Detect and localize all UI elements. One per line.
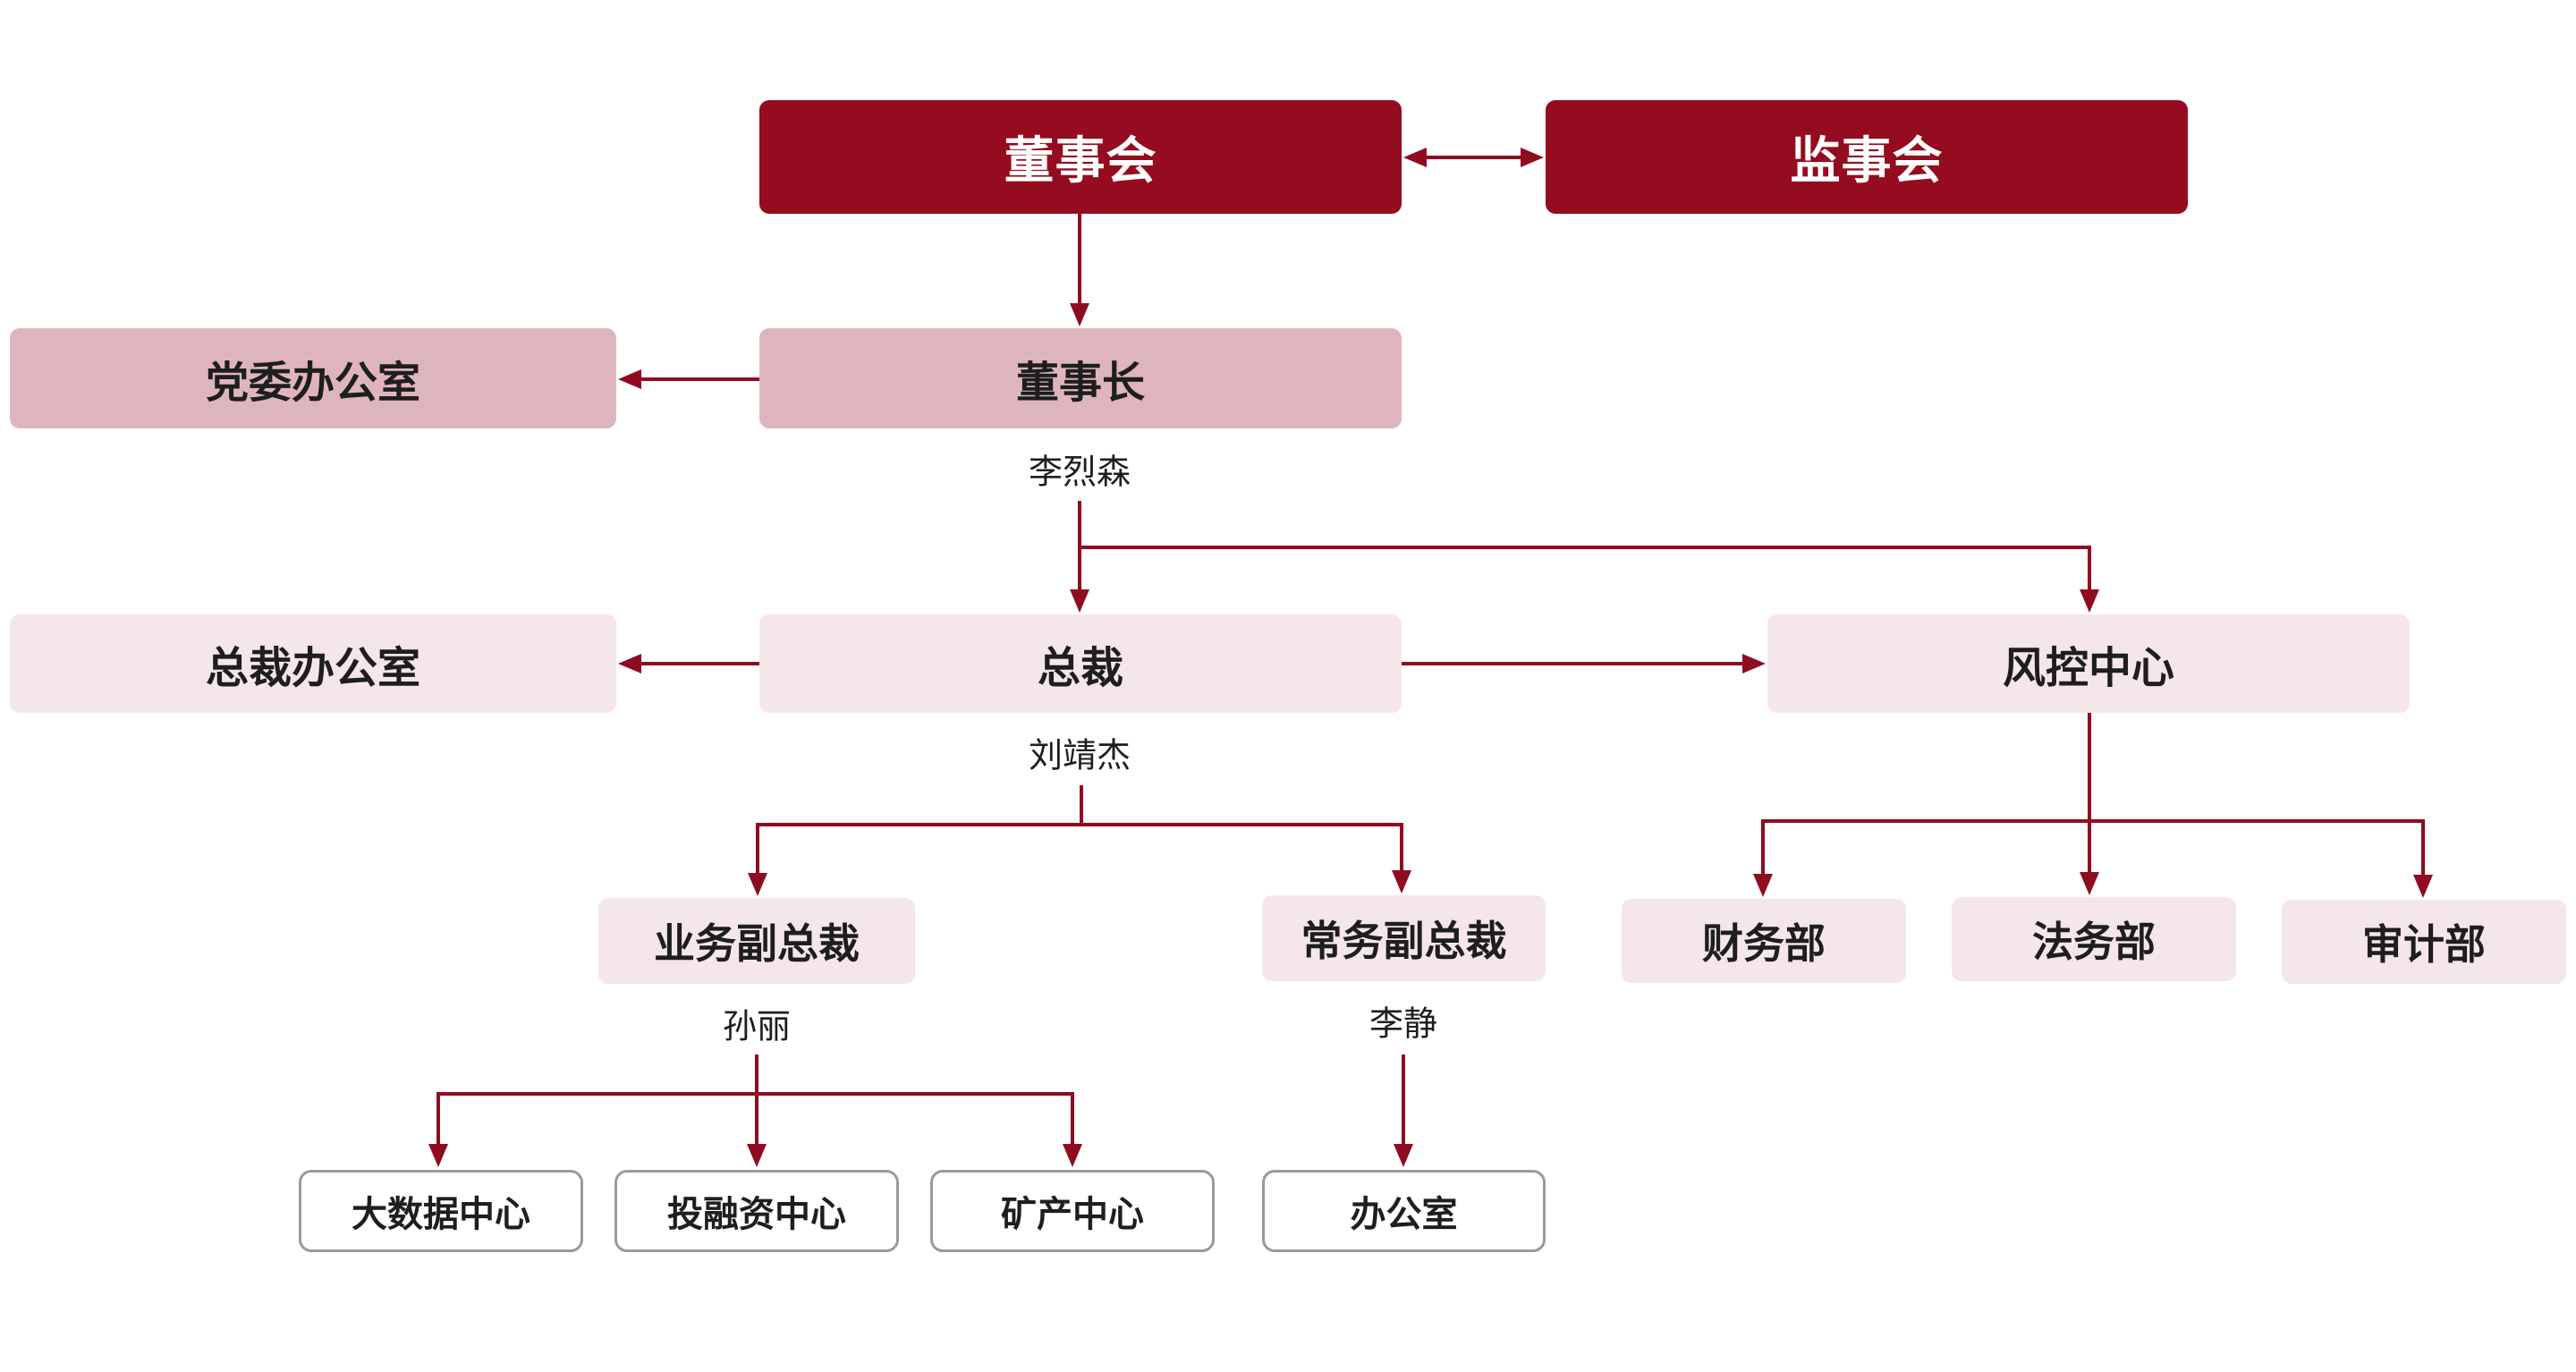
executive-vice-president-label: 常务副总裁	[1301, 917, 1507, 965]
president-node: 总裁	[759, 614, 1402, 713]
audit-dept-node: 审计部	[2282, 900, 2566, 984]
mining-center-label: 矿产中心	[1001, 1194, 1144, 1235]
connector-business-vp-centers	[428, 1092, 1082, 1167]
executive-vice-president-node: 常务副总裁	[1262, 895, 1546, 981]
party-committee-office-label: 党委办公室	[205, 358, 420, 408]
chairman-label: 董事长	[1015, 358, 1145, 408]
office-node: 办公室	[1262, 1170, 1546, 1252]
business-vice-president-name: 孙丽	[722, 1006, 792, 1046]
finance-dept-node: 财务部	[1622, 899, 1906, 983]
president-name: 刘靖杰	[1028, 735, 1131, 775]
big-data-center-node: 大数据中心	[299, 1170, 583, 1252]
audit-dept-label: 审计部	[2362, 920, 2486, 969]
risk-control-center-label: 风控中心	[2002, 643, 2174, 693]
office-label: 办公室	[1350, 1194, 1458, 1235]
business-vice-president-node: 业务副总裁	[598, 898, 915, 984]
business-vice-president-label: 业务副总裁	[654, 919, 860, 968]
president-office-node: 总裁办公室	[10, 614, 616, 713]
board-node: 董事会	[759, 100, 1402, 214]
risk-control-center-node: 风控中心	[1767, 614, 2410, 713]
supervisory-board-label: 监事会	[1790, 132, 1944, 191]
party-committee-office-node: 党委办公室	[10, 328, 616, 428]
connector-risk-center-departments	[1753, 819, 2433, 898]
chairman-node: 董事长	[759, 328, 1402, 428]
board-label: 董事会	[1004, 132, 1157, 191]
investment-financing-center-label: 投融资中心	[667, 1194, 846, 1235]
big-data-center-label: 大数据中心	[352, 1194, 530, 1235]
investment-financing-center-node: 投融资中心	[614, 1170, 899, 1252]
connector-president-vice-presidents	[748, 823, 1411, 896]
legal-dept-label: 法务部	[2032, 918, 2156, 966]
president-office-label: 总裁办公室	[205, 643, 420, 693]
connector-chairman-risk-center	[1080, 546, 2099, 613]
chairman-name: 李烈森	[1028, 452, 1131, 492]
executive-vice-president-name: 李静	[1368, 1004, 1438, 1044]
mining-center-node: 矿产中心	[930, 1170, 1215, 1252]
legal-dept-node: 法务部	[1952, 897, 2236, 981]
finance-dept-label: 财务部	[1702, 919, 1826, 968]
supervisory-board-node: 监事会	[1546, 100, 2188, 214]
president-label: 总裁	[1037, 643, 1123, 693]
